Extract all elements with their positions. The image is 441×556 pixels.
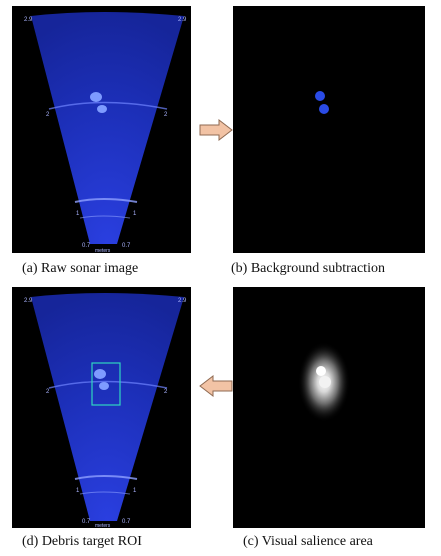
tick-label: 0.7 <box>122 519 131 525</box>
tick-label: 2 <box>46 112 50 118</box>
tick-label: 2.9 <box>178 298 187 304</box>
tick-label: 0.7 <box>122 243 131 249</box>
debris-target <box>94 369 109 390</box>
caption-d: (d) Debris target ROI <box>22 534 142 549</box>
arrow-left-icon <box>199 375 233 397</box>
arrow-right-icon <box>199 119 233 141</box>
range-arc-1 <box>74 198 138 203</box>
unit-label: meters <box>95 248 111 253</box>
tick-label: 2.9 <box>24 298 33 304</box>
debris-target <box>315 91 329 114</box>
raw-sonar-image-panel: 2.9 2.9 2 2 1 1 0.7 0.7 meters <box>12 6 191 253</box>
tick-label: 2.9 <box>178 17 187 23</box>
debris-target-roi-panel: 2.9 2.9 2 2 1 1 0.7 0.7 meters <box>12 287 191 528</box>
range-arc-2 <box>48 101 168 110</box>
sonar-fan <box>31 293 184 521</box>
range-arc-1 <box>74 475 138 480</box>
caption-a: (a) Raw sonar image <box>22 261 139 276</box>
tick-label: 0.7 <box>82 243 91 249</box>
visual-salience-panel <box>233 287 425 528</box>
unit-label: meters <box>95 523 111 528</box>
tick-label: 2 <box>46 389 50 395</box>
tick-label: 2.9 <box>24 17 33 23</box>
background-subtraction-panel <box>233 6 425 253</box>
tick-label: 2 <box>164 112 168 118</box>
tick-label: 1 <box>133 488 137 494</box>
tick-label: 1 <box>76 211 80 217</box>
range-arc-2 <box>48 380 168 389</box>
roi-box <box>91 362 121 406</box>
caption-b: (b) Background subtraction <box>231 261 385 276</box>
tick-label: 1 <box>133 211 137 217</box>
tick-label: 0.7 <box>82 519 91 525</box>
sonar-fan <box>31 12 184 244</box>
debris-target <box>90 92 107 113</box>
caption-c: (c) Visual salience area <box>243 534 373 549</box>
tick-label: 1 <box>76 488 80 494</box>
tick-label: 2 <box>164 389 168 395</box>
